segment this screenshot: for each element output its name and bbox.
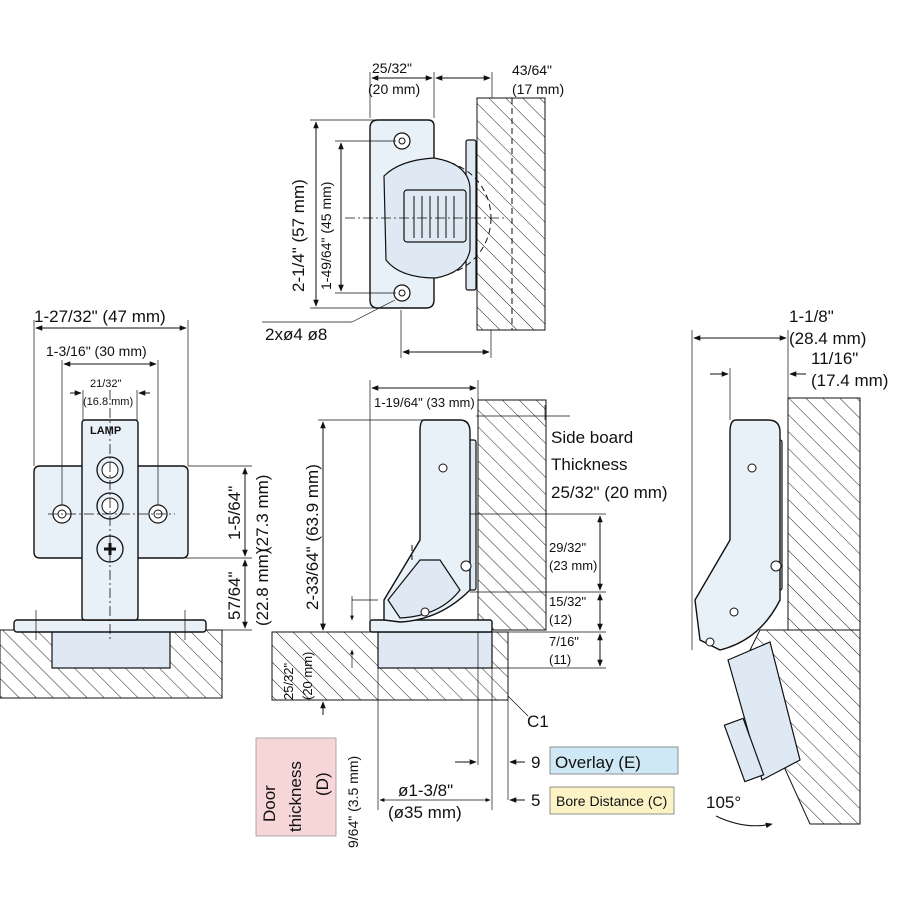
side-board-label-3: 25/32" (20 mm) <box>551 483 668 502</box>
door-label-2: thickness <box>286 761 305 832</box>
front-view: LAMP 1-27/32" (47 mm) 1-3/16" (30 mm) 21… <box>0 307 272 699</box>
dim-depth: 9/64" (3.5 mm) <box>345 756 361 848</box>
dim-top-width: 25/32" <box>372 60 412 76</box>
door-label-3: (D) <box>313 772 332 796</box>
dim-left-lower-mm: (22.8 mm) <box>253 549 272 626</box>
door-label-1: Door <box>260 785 279 822</box>
dim-r1: 29/32" <box>549 540 587 555</box>
dim-right-inner-mm: (17.4 mm) <box>811 371 888 390</box>
dim-top-width-mm: (20 mm) <box>368 81 420 97</box>
bore-box <box>549 786 675 815</box>
open-arm <box>694 419 781 651</box>
side-board-label-1: Side board <box>551 428 633 447</box>
dim-left-upper-mm: (27.3 mm) <box>253 475 272 552</box>
label-nine: 9 <box>531 753 540 772</box>
dim-door-thickness: 25/32" <box>281 662 296 700</box>
label-c1: C1 <box>527 712 549 731</box>
top-view: 25/32" (20 mm) 43/64" (17 mm) 2-1/4" (57… <box>262 60 564 358</box>
dim-top-offset: 43/64" <box>512 62 552 78</box>
overlay-box <box>549 746 679 775</box>
label-angle: 105° <box>706 793 741 812</box>
dim-right-inner: 11/16" <box>811 349 858 368</box>
dim-left-inner-mm: (16.8 mm) <box>83 396 133 408</box>
open-side-board <box>787 397 861 631</box>
dim-left-lower: 57/64" <box>225 571 244 620</box>
dim-mid-height: 2-33/64" (63.9 mm) <box>303 464 322 610</box>
side-view: 1-19/64" (33 mm) 2-33/64" (63.9 mm) 25/3… <box>255 380 679 848</box>
open-view: 1-1/8" (28.4 mm) 11/16" (17.4 mm) 105° <box>691 307 888 829</box>
dim-top-height-inner: 1-49/64" (45 mm) <box>318 182 334 290</box>
dim-r3: 7/16" <box>549 634 579 649</box>
label-holes: 2xø4 ø8 <box>265 325 327 344</box>
dim-bore-dia-mm: (ø35 mm) <box>388 803 462 822</box>
dim-top-height-outer: 2-1/4" (57 mm) <box>289 179 308 292</box>
label-five: 5 <box>531 791 540 810</box>
dim-left-inner: 21/32" <box>90 378 122 390</box>
dim-top-offset-mm: (17 mm) <box>512 81 564 97</box>
cup <box>377 631 493 669</box>
label-bore: Bore Distance (C) <box>556 793 667 809</box>
brand-mark: LAMP <box>90 425 121 437</box>
dim-left-upper: 1-5/64" <box>225 486 244 540</box>
dim-bore-dia: ø1-3/8" <box>398 781 453 800</box>
dim-right-outer-mm: (28.4 mm) <box>789 329 866 348</box>
dim-door-thickness-mm: (20 mm) <box>300 652 315 700</box>
side-board-label-2: Thickness <box>551 455 628 474</box>
door-thickness-box <box>255 737 337 837</box>
dim-r2: 15/32" <box>549 594 587 609</box>
dim-right-outer: 1-1/8" <box>789 307 834 326</box>
side-board <box>477 399 547 631</box>
dim-left-total: 1-27/32" (47 mm) <box>34 307 166 326</box>
side-arm <box>383 419 471 623</box>
dim-r2-mm: (12) <box>549 612 572 627</box>
dim-left-mid: 1-3/16" (30 mm) <box>46 343 147 359</box>
dim-mid-top: 1-19/64" (33 mm) <box>374 395 475 410</box>
dim-r1-mm: (23 mm) <box>549 558 597 573</box>
top-wall <box>476 97 546 331</box>
dim-r3-mm: (11) <box>549 652 571 667</box>
label-overlay: Overlay (E) <box>555 753 641 772</box>
